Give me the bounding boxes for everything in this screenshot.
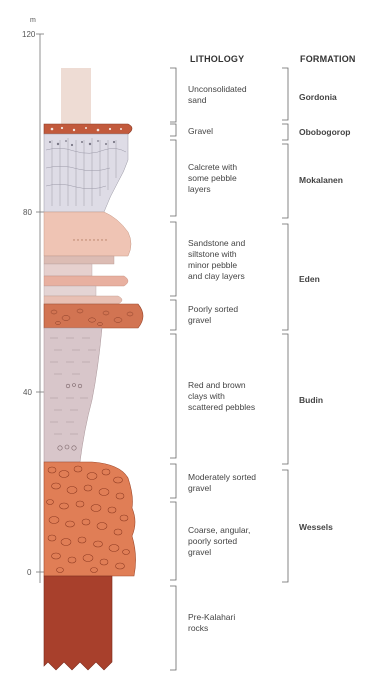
layer-pre-kalahari-rocks — [44, 576, 112, 670]
formation-wessels: Wessels — [299, 522, 333, 532]
lithology-column — [44, 68, 143, 670]
layer-sandstone-band — [44, 296, 122, 304]
lithology-label: Red and brown clays with scattered pebbl… — [188, 380, 255, 412]
lithology-label: Pre-Kalahari rocks — [188, 612, 238, 633]
bracket — [282, 334, 288, 464]
lithology-label: Sandstone and siltstone with minor pebbl… — [188, 238, 248, 281]
axis-tick-label: 80 — [23, 208, 32, 217]
lithology-heading: LITHOLOGY — [190, 54, 244, 64]
axis-tick-label: 40 — [23, 388, 32, 397]
lithology-label: Moderately sorted gravel — [188, 472, 258, 493]
formation-brackets — [282, 68, 288, 582]
bracket — [282, 124, 288, 140]
formation-heading: FORMATION — [300, 54, 356, 64]
lithology-label: Coarse, angular, poorly sorted gravel — [188, 525, 253, 557]
layer-siltstone-band — [44, 256, 114, 264]
layer-gravel — [44, 124, 132, 134]
sandstone-dots — [73, 239, 106, 240]
bracket — [170, 502, 176, 580]
lithology-label: Gravel — [188, 126, 213, 136]
axis-tick-label: 0 — [27, 568, 32, 577]
layer-clay-band — [44, 286, 96, 296]
layer-sandstone-siltstone — [44, 212, 131, 256]
bracket — [282, 144, 288, 218]
bracket — [282, 224, 288, 330]
bracket — [282, 470, 288, 582]
layer-unconsolidated-sand — [61, 68, 91, 124]
axis-unit-label: m — [30, 17, 36, 24]
lithology-label: Calcrete with some pebble layers — [188, 162, 240, 194]
bracket — [170, 140, 176, 216]
depth-axis: m 120 80 40 0 — [22, 17, 44, 583]
formation-budin: Budin — [299, 395, 323, 405]
bracket — [170, 464, 176, 498]
bracket — [170, 300, 176, 330]
formation-gordonia: Gordonia — [299, 92, 337, 102]
lithology-label: Poorly sorted gravel — [188, 304, 240, 325]
lithology-brackets — [170, 68, 176, 670]
layer-clay-band — [44, 264, 92, 276]
formation-eden: Eden — [299, 274, 320, 284]
formation-mokalanen: Mokalanen — [299, 175, 343, 185]
bracket — [170, 586, 176, 670]
layer-calcrete — [44, 134, 128, 212]
bracket — [282, 68, 288, 120]
formation-obobogorop: Obobogorop — [299, 127, 350, 137]
bracket — [170, 222, 176, 296]
bracket — [170, 334, 176, 458]
formation-names: Gordonia Obobogorop Mokalanen Eden Budin… — [299, 92, 350, 532]
bracket — [170, 68, 176, 122]
axis-tick-label: 120 — [22, 30, 36, 39]
layer-red-brown-clays — [44, 328, 102, 462]
lithology-label: Unconsolidated sand — [188, 84, 249, 105]
layer-pebble-band — [44, 276, 128, 286]
lithology-descriptions: Unconsolidated sand Gravel Calcrete with… — [188, 84, 258, 633]
bracket — [170, 124, 176, 136]
